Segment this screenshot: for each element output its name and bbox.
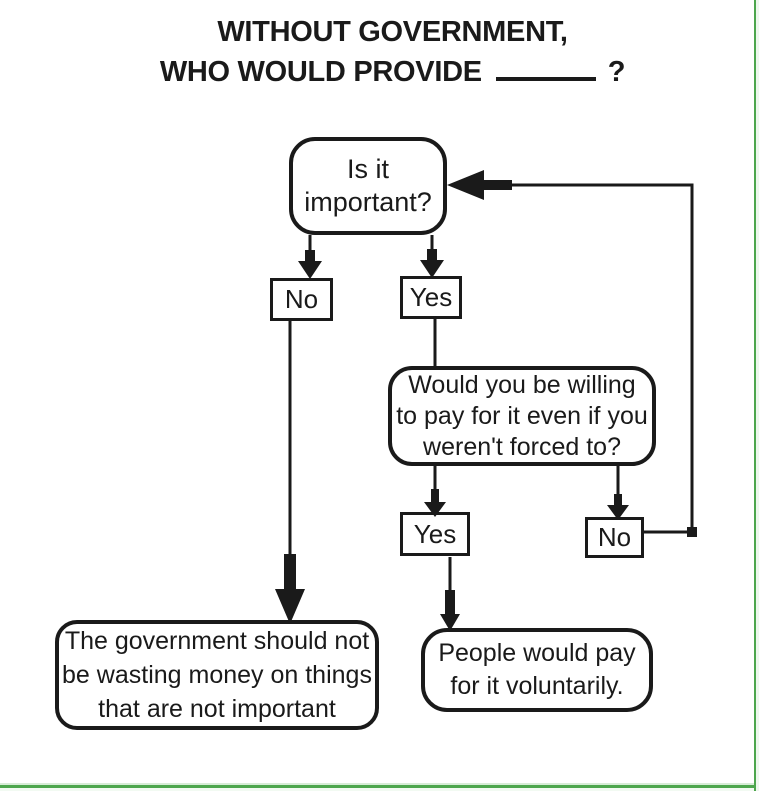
node-government-line2: be wasting money on things	[62, 661, 372, 689]
green-border-bottom-halo-bot	[0, 788, 759, 791]
node-willing-line3: weren't forced to?	[423, 432, 621, 461]
node-no-bottom-label: No	[597, 522, 632, 552]
node-government-line1: The government should not	[64, 627, 370, 655]
green-border-right	[754, 0, 756, 791]
node-is-it-important-line1: Is it	[346, 154, 389, 184]
title-question-mark: ?	[607, 56, 626, 88]
node-yes-top-label: Yes	[409, 282, 453, 312]
node-willing-line2: to pay for it even if you	[396, 401, 648, 430]
node-people-pay-voluntarily: People would pay for it voluntarily.	[421, 628, 653, 712]
node-yes-bottom-label: Yes	[413, 518, 457, 549]
node-yes-top: Yes	[400, 276, 462, 319]
node-no-top: No	[270, 278, 333, 321]
node-willing-line1: Would you be willing	[408, 370, 636, 399]
node-is-it-important-line2: important?	[304, 187, 432, 217]
node-yes-bottom: Yes	[400, 512, 470, 556]
arrow-yes-to-voluntary	[440, 557, 460, 631]
title-line2: WHO WOULD PROVIDE?	[26, 52, 759, 92]
green-border-right-halo	[756, 0, 759, 791]
title-line2-text: WHO WOULD PROVIDE	[159, 56, 482, 88]
arrow-important-to-yes	[420, 235, 444, 278]
node-no-top-label: No	[284, 284, 319, 314]
page-title: WITHOUT GOVERNMENT, WHO WOULD PROVIDE?	[0, 12, 759, 92]
title-blank-line	[495, 77, 596, 81]
node-willing-to-pay: Would you be willing to pay for it even …	[388, 366, 656, 466]
node-no-bottom: No	[585, 517, 644, 558]
arrow-no-to-government	[275, 321, 305, 624]
node-government-line3: that are not important	[98, 695, 336, 723]
node-is-it-important: Is it important?	[289, 137, 447, 235]
arrow-no-loop-to-important	[447, 170, 697, 537]
node-voluntary-line2: for it voluntarily.	[450, 672, 624, 700]
green-border-bottom	[0, 785, 759, 788]
node-voluntary-line1: People would pay	[438, 639, 636, 667]
green-border-bottom-halo-top	[0, 783, 759, 785]
node-government-should-not-waste: The government should not be wasting mon…	[55, 620, 379, 730]
title-line1: WITHOUT GOVERNMENT,	[217, 16, 568, 48]
arrow-willing-to-yes	[424, 466, 446, 517]
arrow-willing-to-no	[607, 466, 629, 520]
arrow-important-to-no	[298, 235, 322, 279]
